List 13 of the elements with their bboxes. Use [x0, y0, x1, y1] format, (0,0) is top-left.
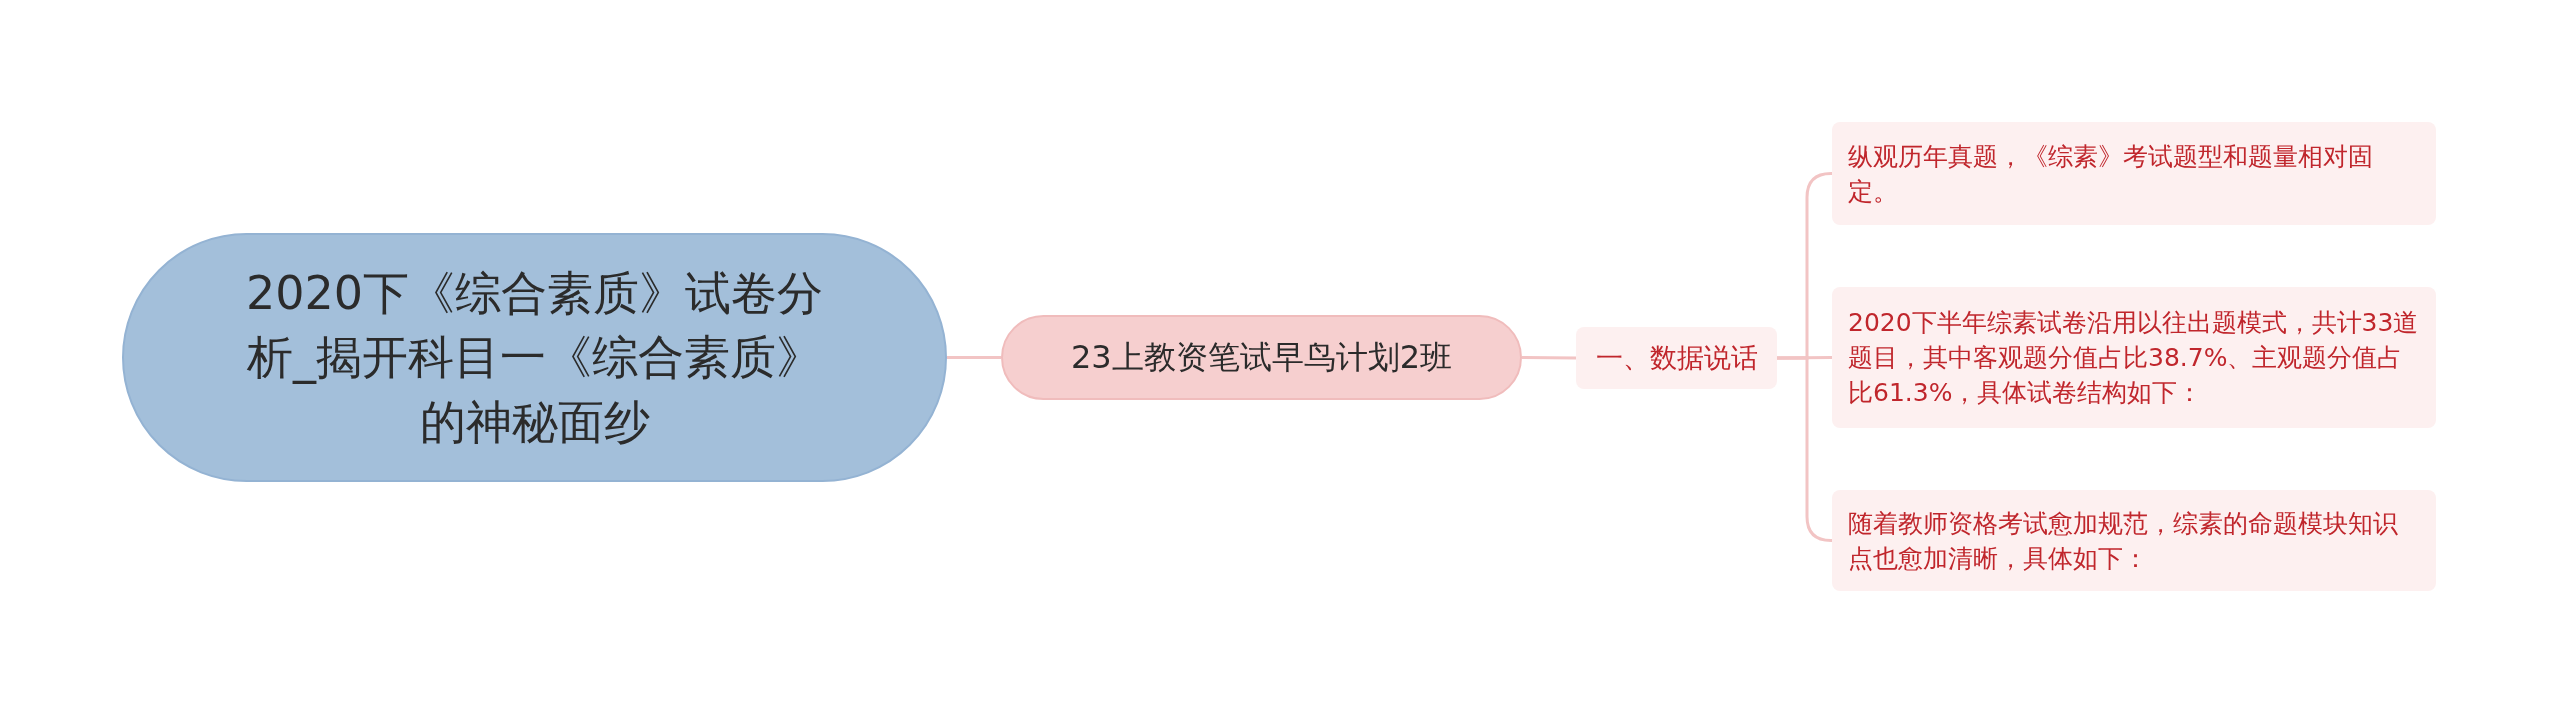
note-box: [1832, 287, 2436, 428]
connector-line: [947, 356, 1001, 359]
node-text: 2020下《综合素质》试卷分析_揭开科目一《综合素质》的神秘面纱: [244, 264, 825, 451]
note-box: [1832, 122, 2436, 225]
node-text: 纵观历年真题，《综素》考试题型和题量相对固定。: [1848, 140, 2374, 208]
connector-line: [1522, 356, 1576, 360]
node-text: 2020下半年综素试卷沿用以往出题模式，共计33道题目，其中客观题分值占比38.7%、主观题分值占比61.3%，具体试卷结构如下：: [1848, 307, 2420, 409]
node-text: 随着教师资格考试愈加规范，综素的命题模块知识点也愈加清晰，具体如下：: [1848, 507, 2399, 575]
subtopic-box: [1576, 327, 1777, 389]
node-text: 一、数据说话: [1595, 341, 1758, 376]
connector-line: [1777, 356, 1832, 360]
note-box: [1832, 490, 2436, 591]
node-text: 23上教资笔试早鸟计划2班: [1070, 337, 1453, 379]
